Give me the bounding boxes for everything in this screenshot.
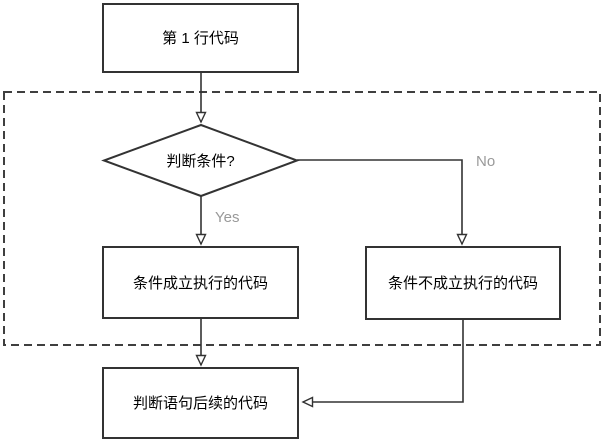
node-false-branch-label: 条件不成立执行的代码 [388, 275, 538, 292]
node-true-branch: 条件成立执行的代码 [102, 246, 299, 319]
node-condition-label: 判断条件? [166, 153, 234, 170]
dashed-group-border [3, 91, 601, 346]
node-false-branch: 条件不成立执行的代码 [365, 246, 561, 320]
node-start: 第 1 行代码 [102, 3, 299, 73]
node-start-box [102, 3, 299, 73]
node-end: 判断语句后续的代码 [102, 367, 299, 439]
edge-false-branch-to-end [301, 319, 464, 408]
node-condition-diamond [101, 123, 300, 198]
edge-label-no: No [476, 153, 495, 170]
node-end-label: 判断语句后续的代码 [133, 395, 268, 412]
node-true-branch-label: 条件成立执行的代码 [133, 275, 268, 292]
edge-condition-to-false-branch [297, 159, 468, 246]
node-false-branch-box [365, 246, 561, 320]
node-start-label: 第 1 行代码 [162, 29, 239, 47]
node-true-branch-box [102, 246, 299, 319]
node-end-box [102, 367, 299, 439]
node-condition: 判断条件? [101, 123, 300, 198]
edge-label-yes: Yes [215, 209, 239, 226]
